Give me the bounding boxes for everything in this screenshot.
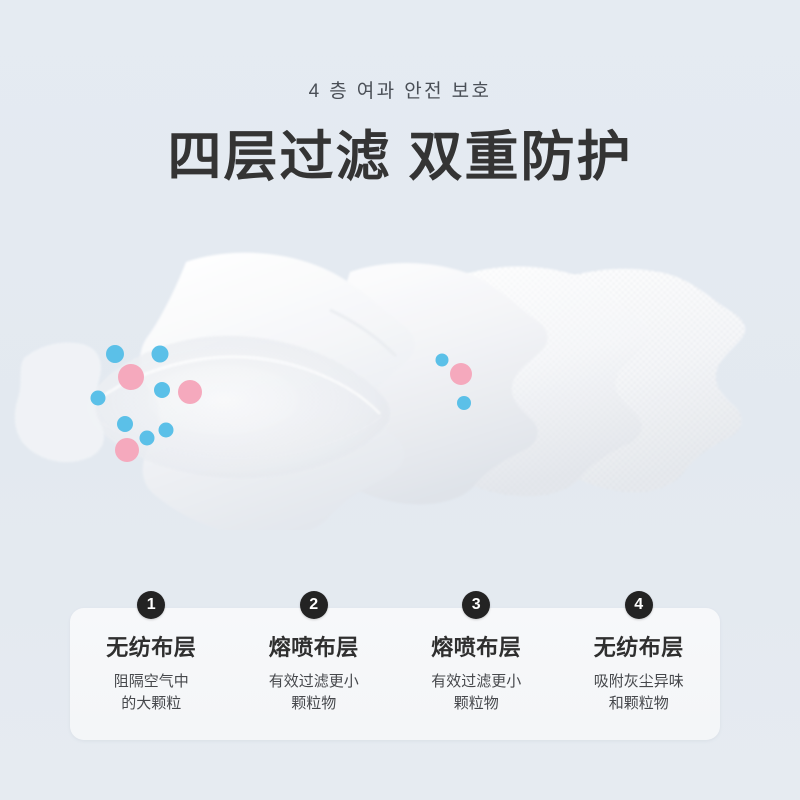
page-title: 四层过滤 双重防护 bbox=[167, 127, 633, 187]
legend-item-3-title: 熔喷布层 bbox=[431, 635, 522, 660]
particles-layer-1 bbox=[90, 345, 202, 462]
legend-item-2-title: 熔喷布层 bbox=[268, 635, 359, 660]
page-subtitle: 4 층 여과 안전 보호 bbox=[308, 81, 492, 102]
legend-item-2: 2 熔喷布层 有效过滤更小 颗粒物 bbox=[233, 586, 396, 746]
legend-item-4-description: 吸附灰尘异味 和颗粒物 bbox=[593, 673, 684, 712]
legend-item-4-title: 无纺布层 bbox=[593, 635, 684, 660]
legend-badge-1-number: 1 bbox=[146, 596, 156, 613]
legend-item-1: 1 无纺布层 阻隔空气中 的大颗粒 bbox=[70, 586, 233, 746]
legend-badge-2: 2 bbox=[299, 591, 328, 619]
mask-layer-1-shape bbox=[14, 252, 416, 530]
legend-badge-2-number: 2 bbox=[309, 596, 319, 613]
legend-badge-3-number: 3 bbox=[471, 596, 481, 613]
particles-layer-2 bbox=[435, 353, 472, 410]
legend-badge-4: 4 bbox=[624, 591, 653, 619]
legend-badge-1: 1 bbox=[137, 591, 166, 619]
legend-item-1-description: 阻隔空气中 的大颗粒 bbox=[113, 673, 189, 712]
legend-list: 1 无纺布层 阻隔空气中 的大颗粒 2 熔喷布层 有效过滤更小 颗粒物 3 熔喷… bbox=[70, 586, 720, 746]
legend-badge-3: 3 bbox=[462, 591, 491, 619]
legend-item-3-description: 有效过滤更小 颗粒物 bbox=[431, 673, 522, 712]
legend-badge-4-number: 4 bbox=[634, 596, 644, 613]
legend-card bbox=[70, 608, 720, 740]
legend-item-3: 3 熔喷布层 有效过滤更小 颗粒物 bbox=[395, 586, 558, 746]
legend-item-4: 4 无纺布层 吸附灰尘异味 和颗粒物 bbox=[558, 586, 721, 746]
mask-layers-graphic bbox=[14, 252, 746, 530]
legend-item-1-title: 无纺布层 bbox=[106, 635, 197, 660]
page-header: 4 층 여과 안전 보호 四层过滤 双重防护 bbox=[0, 0, 800, 186]
legend-item-2-description: 有效过滤更小 颗粒物 bbox=[268, 673, 359, 712]
mask-layers-illustration: 1 2 3 4 bbox=[0, 240, 800, 642]
